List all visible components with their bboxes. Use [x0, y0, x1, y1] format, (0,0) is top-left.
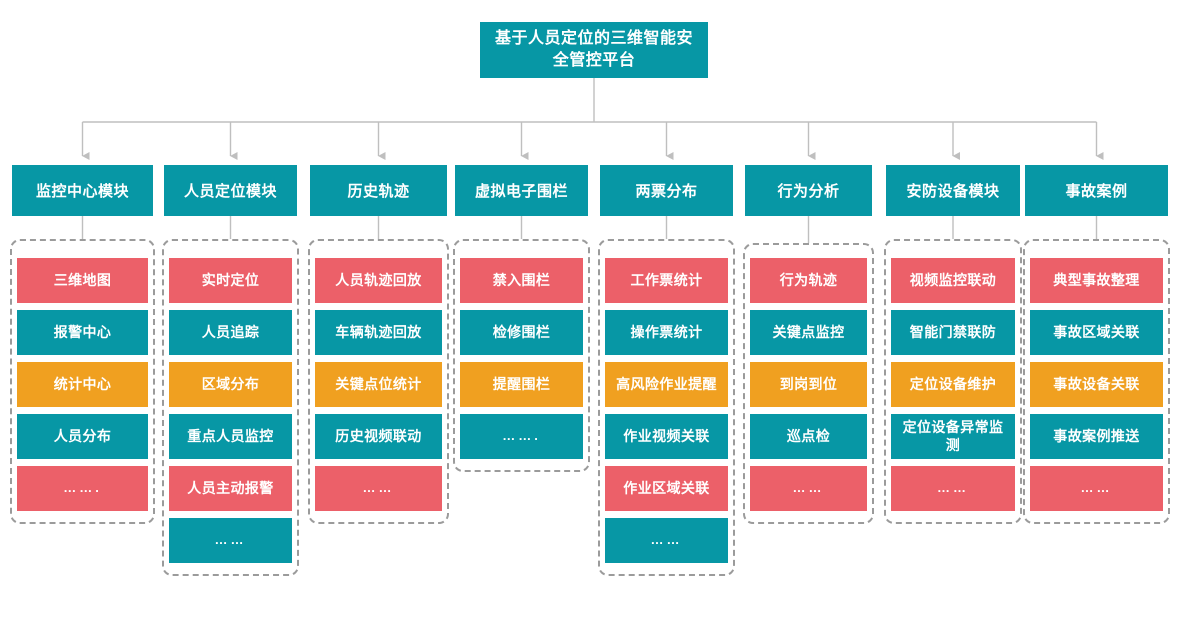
feature-chip[interactable]: 人员轨迹回放 [315, 258, 442, 303]
feature-chip[interactable]: …… [1030, 466, 1163, 511]
feature-chip[interactable]: 高风险作业提醒 [605, 362, 728, 407]
column-header-2[interactable]: 人员定位模块 [164, 165, 297, 216]
column-group-2 [162, 239, 299, 576]
column-group-8 [1023, 239, 1170, 524]
column-header-3[interactable]: 历史轨迹 [310, 165, 447, 216]
feature-chip[interactable]: 车辆轨迹回放 [315, 310, 442, 355]
feature-chip[interactable]: 定位设备维护 [891, 362, 1015, 407]
feature-chip[interactable]: 历史视频联动 [315, 414, 442, 459]
feature-chip[interactable]: 作业视频关联 [605, 414, 728, 459]
feature-chip[interactable]: 操作票统计 [605, 310, 728, 355]
feature-chip[interactable]: 关键点监控 [750, 310, 867, 355]
feature-chip[interactable]: 提醒围栏 [460, 362, 583, 407]
column-group-7 [884, 239, 1022, 524]
feature-chip[interactable]: 典型事故整理 [1030, 258, 1163, 303]
feature-chip[interactable]: …… [605, 518, 728, 563]
feature-chip[interactable]: 巡点检 [750, 414, 867, 459]
feature-chip[interactable]: 实时定位 [169, 258, 292, 303]
feature-chip[interactable]: …… [750, 466, 867, 511]
feature-chip[interactable]: 到岗到位 [750, 362, 867, 407]
feature-chip[interactable]: 区域分布 [169, 362, 292, 407]
feature-chip[interactable]: 事故区域关联 [1030, 310, 1163, 355]
feature-chip[interactable]: 行为轨迹 [750, 258, 867, 303]
feature-chip[interactable]: 视频监控联动 [891, 258, 1015, 303]
feature-chip[interactable]: 工作票统计 [605, 258, 728, 303]
feature-chip[interactable]: 事故设备关联 [1030, 362, 1163, 407]
column-header-6[interactable]: 行为分析 [745, 165, 872, 216]
feature-chip[interactable]: 事故案例推送 [1030, 414, 1163, 459]
column-group-3 [308, 239, 449, 524]
feature-chip[interactable]: ……. [460, 414, 583, 459]
column-header-1[interactable]: 监控中心模块 [12, 165, 153, 216]
column-group-1 [10, 239, 155, 524]
column-header-5[interactable]: 两票分布 [600, 165, 733, 216]
feature-chip[interactable]: 禁入围栏 [460, 258, 583, 303]
feature-chip[interactable]: 三维地图 [17, 258, 148, 303]
feature-chip[interactable]: 智能门禁联防 [891, 310, 1015, 355]
column-header-8[interactable]: 事故案例 [1025, 165, 1168, 216]
column-header-7[interactable]: 安防设备模块 [886, 165, 1020, 216]
feature-chip[interactable]: 关键点位统计 [315, 362, 442, 407]
feature-chip[interactable]: 检修围栏 [460, 310, 583, 355]
column-group-5 [598, 239, 735, 576]
column-group-4 [453, 239, 590, 472]
feature-chip[interactable]: 重点人员监控 [169, 414, 292, 459]
feature-chip[interactable]: 统计中心 [17, 362, 148, 407]
feature-chip[interactable]: 报警中心 [17, 310, 148, 355]
column-group-6 [743, 243, 874, 524]
column-header-4[interactable]: 虚拟电子围栏 [455, 165, 588, 216]
feature-chip[interactable]: 人员主动报警 [169, 466, 292, 511]
feature-chip[interactable]: …… [315, 466, 442, 511]
feature-chip[interactable]: 作业区域关联 [605, 466, 728, 511]
feature-chip[interactable]: …… [169, 518, 292, 563]
feature-chip[interactable]: 定位设备异常监测 [891, 414, 1015, 459]
feature-chip[interactable]: …… [891, 466, 1015, 511]
feature-chip[interactable]: 人员分布 [17, 414, 148, 459]
feature-chip[interactable]: 人员追踪 [169, 310, 292, 355]
feature-chip[interactable]: ……. [17, 466, 148, 511]
root-title-node[interactable]: 基于人员定位的三维智能安全管控平台 [480, 22, 708, 78]
